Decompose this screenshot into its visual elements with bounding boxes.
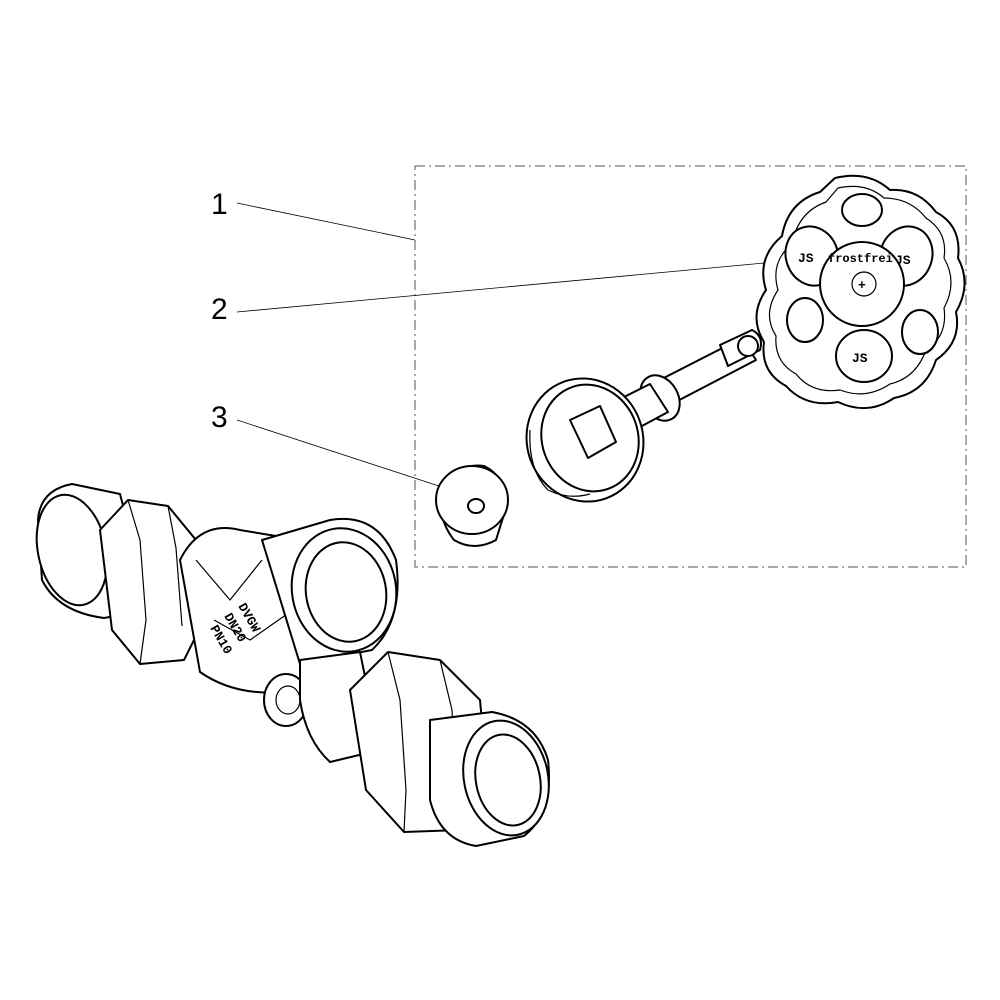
hub-brand-text: frostfrei xyxy=(828,252,893,266)
callout-2: 2 xyxy=(211,293,228,326)
leader-3 xyxy=(236,419,446,489)
handwheel: JS JS JS + frostfrei xyxy=(755,174,966,409)
valve-body: DVGW DN20 PN10 xyxy=(35,483,550,847)
callout-1: 1 xyxy=(211,188,228,221)
logo-bottom: JS xyxy=(852,351,868,366)
handwheel-hub xyxy=(819,241,905,327)
callout-3: 3 xyxy=(211,401,228,434)
valve-upper-part xyxy=(525,329,762,503)
logo-left: JS xyxy=(798,251,814,266)
hub-plus: + xyxy=(858,278,866,293)
gasket-disc xyxy=(435,464,509,547)
kit-frame xyxy=(414,165,967,568)
leader-1 xyxy=(236,202,416,241)
leader-2 xyxy=(236,261,776,313)
